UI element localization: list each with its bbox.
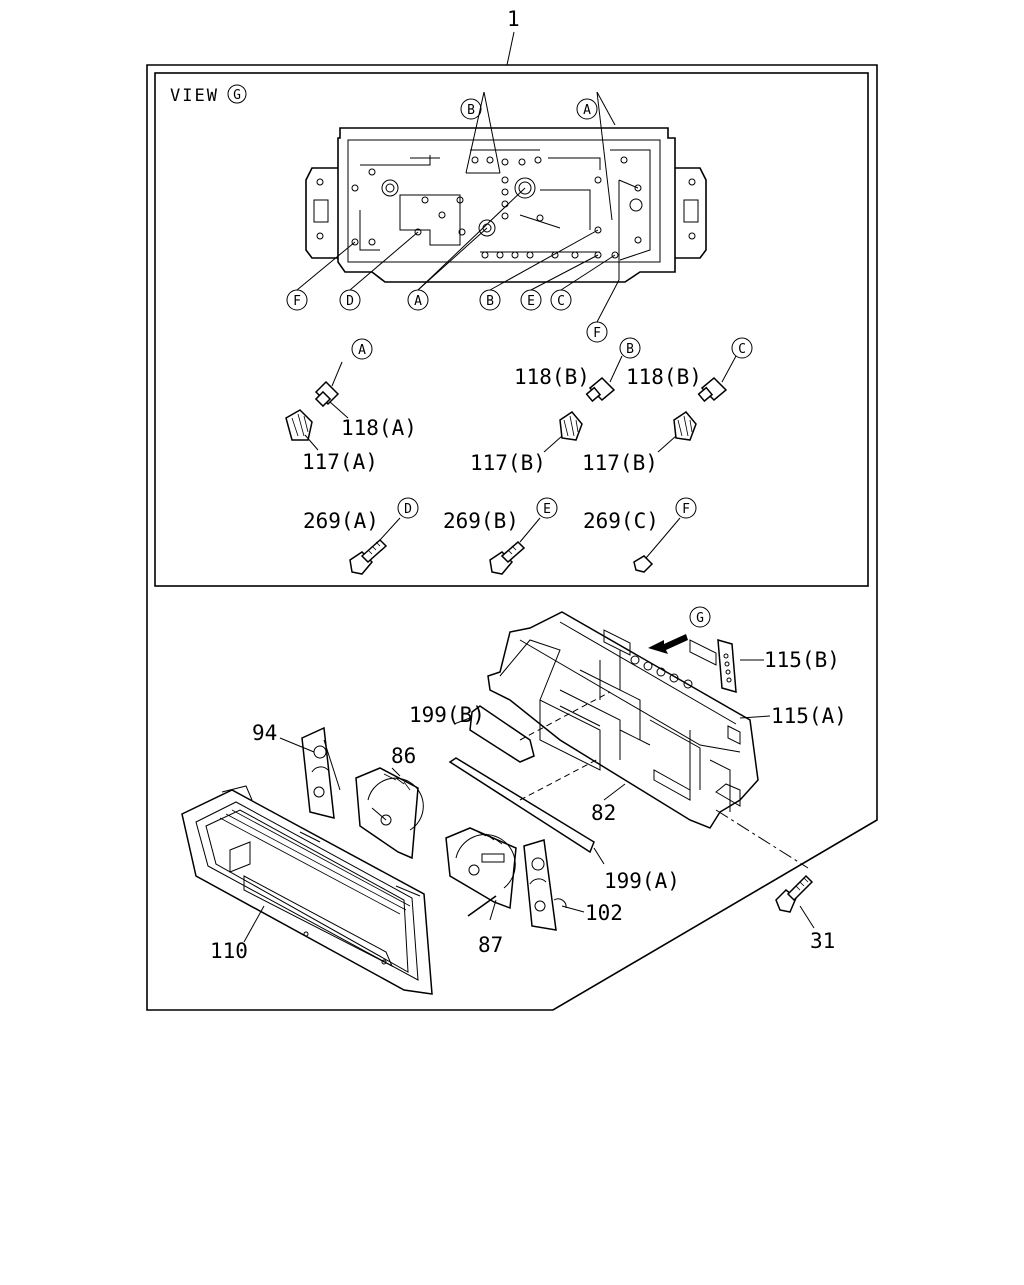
screw-31-axis — [715, 809, 809, 869]
bulb-118b-2-icon — [697, 355, 737, 403]
view-label: VIEW — [170, 86, 219, 106]
strip-199a — [448, 757, 605, 865]
marker-118b-2: C — [731, 337, 753, 359]
svg-text:E: E — [543, 502, 551, 517]
board-marker-a-top: A — [576, 98, 598, 120]
svg-text:B: B — [467, 103, 475, 118]
screw-269b-icon — [489, 517, 541, 575]
socket-117b-1-icon — [543, 411, 583, 453]
svg-text:D: D — [404, 502, 412, 517]
svg-text:A: A — [358, 343, 366, 358]
marker-118a: A — [351, 338, 373, 360]
board-marker-f-right: F — [586, 321, 608, 343]
marker-269c: F — [675, 497, 697, 519]
assembly-frame — [146, 64, 878, 1011]
front-bezel-110 — [181, 785, 433, 995]
socket-117b-2-icon — [657, 411, 697, 453]
view-g-arrow-icon — [648, 634, 688, 654]
plate-199b — [453, 691, 611, 763]
gauge-plate-94 — [279, 726, 341, 819]
svg-text:G: G — [233, 88, 241, 103]
svg-text:D: D — [346, 294, 354, 309]
callout-82: 82 — [591, 801, 616, 825]
board-marker-f-left: F — [286, 289, 308, 311]
label-118b-2: 118(B) — [626, 365, 702, 389]
label-269a: 269(A) — [303, 509, 379, 533]
board-leaders — [296, 91, 639, 323]
socket-117a-icon — [285, 409, 319, 451]
svg-text:A: A — [583, 103, 591, 118]
callout-86: 86 — [391, 744, 416, 768]
board-marker-c: C — [550, 289, 572, 311]
svg-text:A: A — [414, 294, 422, 309]
view-letter-marker: G — [227, 84, 247, 104]
callout-102: 102 — [585, 901, 623, 925]
callout-115a: 115(A) — [771, 704, 847, 728]
svg-text:E: E — [527, 294, 535, 309]
callout-31: 31 — [810, 929, 835, 953]
callout-115b: 115(B) — [764, 648, 840, 672]
screw-269a-icon — [349, 517, 401, 575]
svg-text:B: B — [486, 294, 494, 309]
svg-text:F: F — [593, 326, 601, 341]
gauge-dial-86 — [355, 767, 424, 860]
board-marker-e: E — [520, 289, 542, 311]
cluster-rear-board — [305, 127, 707, 283]
label-269b: 269(B) — [443, 509, 519, 533]
case-115a — [487, 611, 759, 829]
label-117b-2: 117(B) — [582, 451, 658, 475]
label-117a: 117(A) — [302, 450, 378, 474]
svg-text:C: C — [738, 342, 746, 357]
label-118b-1: 118(B) — [514, 365, 590, 389]
callout-199b: 199(B) — [409, 703, 485, 727]
screw-269c-icon — [633, 517, 681, 573]
board-marker-b-bottom: B — [479, 289, 501, 311]
gauge-plate-102 — [523, 839, 585, 931]
leader-1 — [506, 31, 515, 66]
bulb-118b-1-icon — [585, 355, 623, 403]
bulb-118a-icon — [314, 361, 349, 419]
label-118a: 118(A) — [341, 416, 417, 440]
strip-115b — [717, 638, 764, 694]
marker-269b: E — [536, 497, 558, 519]
callout-199a: 199(A) — [604, 869, 680, 893]
svg-text:C: C — [557, 294, 565, 309]
leader-82 — [603, 783, 626, 801]
callout-1: 1 — [507, 7, 520, 31]
label-269c: 269(C) — [583, 509, 659, 533]
board-marker-b-top: B — [460, 98, 482, 120]
marker-118b-1: B — [619, 337, 641, 359]
leader-115a — [739, 715, 771, 719]
speedometer-dial-87 — [445, 827, 517, 921]
callout-87: 87 — [478, 933, 503, 957]
callout-94: 94 — [252, 721, 277, 745]
callout-110: 110 — [210, 939, 248, 963]
label-117b-1: 117(B) — [470, 451, 546, 475]
svg-text:F: F — [682, 502, 690, 517]
screw-31-icon — [775, 874, 815, 929]
board-marker-a-bottom: A — [407, 289, 429, 311]
marker-269a: D — [397, 497, 419, 519]
view-g-box — [154, 72, 869, 587]
svg-text:F: F — [293, 294, 301, 309]
board-marker-d: D — [339, 289, 361, 311]
svg-text:B: B — [626, 342, 634, 357]
marker-g-exploded: G — [689, 606, 711, 628]
svg-text:G: G — [696, 611, 704, 626]
